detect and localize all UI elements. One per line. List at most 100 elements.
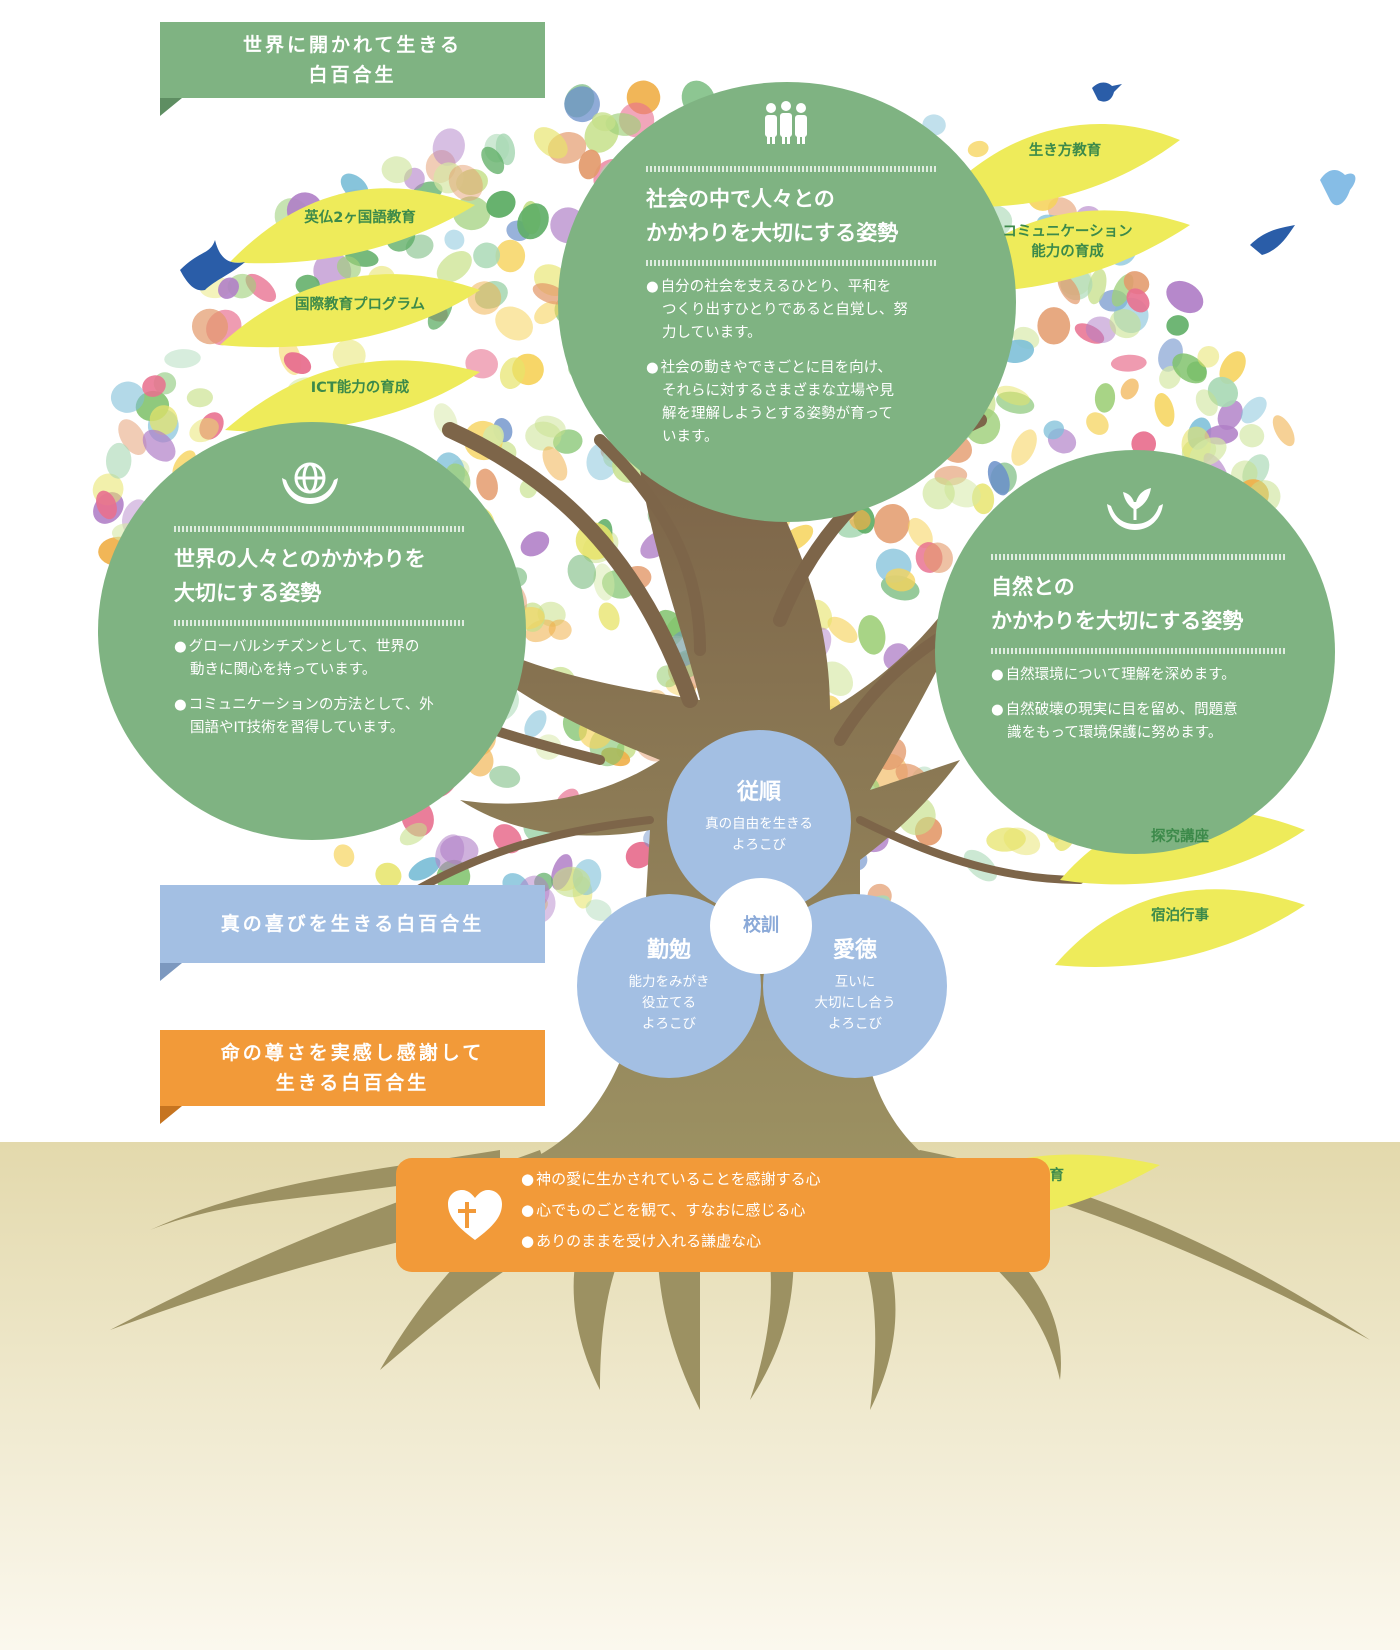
leaf: [1087, 268, 1107, 305]
leaf: [849, 509, 871, 530]
globe-hands-icon: [282, 462, 338, 504]
leaf: [149, 405, 178, 435]
leaf: [499, 357, 526, 390]
leaf: [967, 140, 989, 158]
leaf: [432, 128, 465, 166]
leaf: [873, 504, 910, 544]
leaf: [1154, 393, 1175, 427]
leaf: [520, 531, 550, 557]
leaf: [448, 164, 483, 201]
leaf: [408, 857, 441, 881]
leaf: [1003, 827, 1041, 856]
leaf-label-intl: 国際教育プログラム: [294, 297, 426, 313]
banner-life: 命の尊さを実感し感謝して 生きる白百合生: [160, 1030, 545, 1124]
banner-open-world: 世界に開かれて生きる 白百合生: [160, 22, 545, 116]
leaf: [189, 418, 219, 443]
leaf: [486, 190, 516, 218]
leaf: [495, 306, 533, 341]
circle-nature-list: 自然環境について理解を深めます。 自然破壊の現実に目を留め、問題意 識をもって環…: [991, 664, 1287, 745]
list-item: 自然環境について理解を深めます。: [991, 664, 1287, 687]
circle-society-title: 社会の中で人々との かかわりを大切にする姿勢: [646, 186, 899, 245]
leaf: [1189, 437, 1227, 467]
leaf: [625, 841, 654, 869]
leaf: [1086, 412, 1109, 435]
leaf: [336, 256, 361, 279]
leaf: [533, 127, 568, 159]
leaf-label-ikikata: 生き方教育: [1028, 143, 1102, 159]
leaf: [1043, 420, 1065, 440]
list-item: 社会の動きやできごとに目を向け、 それらに対するさまざまな立場や見 解を理解しよ…: [646, 357, 938, 449]
leaf: [1123, 271, 1150, 295]
motto-center: 校訓: [710, 878, 812, 974]
leaf: [944, 477, 981, 508]
leaf: [1109, 309, 1141, 339]
leaf: [218, 277, 239, 299]
circle-society-list: 自分の社会を支えるひとり、平和を つくり出すひとりであると自覚し、努 力していま…: [646, 276, 938, 449]
leaf: [1085, 316, 1117, 344]
leaf: [567, 554, 597, 590]
leaf: [405, 234, 434, 259]
leaf-eng-fr: [230, 188, 475, 264]
leaf: [907, 517, 933, 549]
leaf: [436, 251, 472, 283]
list-item: グローバルシチズンとして、世界の 動きに関心を持っています。: [174, 636, 466, 682]
motto-center-label: 校訓: [743, 915, 779, 936]
leaf: [1159, 365, 1181, 389]
motto-obedience-title: 従順: [736, 779, 781, 805]
leaf: [564, 86, 600, 123]
leaf: [598, 602, 620, 631]
motto-diligence: 勤勉 能力をみがき 役立てる よろこび: [577, 894, 761, 1078]
leaf: [1240, 396, 1267, 424]
leaf: [1126, 288, 1150, 313]
leaf: [435, 834, 465, 872]
circle-world: 世界の人々とのかかわりを 大切にする姿勢 グローバルシチズンとして、世界の 動き…: [98, 422, 526, 840]
leaf: [1272, 415, 1295, 447]
bird-icon: [1320, 170, 1356, 206]
motto-love-title: 愛徳: [832, 937, 877, 963]
circle-nature-title: 自然との かかわりを大切にする姿勢: [991, 574, 1244, 633]
leaf: [1057, 274, 1081, 305]
leaf: [1217, 400, 1243, 430]
motto-love-sub: 互いに 大切にし合う よろこび: [814, 974, 896, 1032]
leaf-label-ict: ICT能力の育成: [310, 380, 410, 396]
leaf: [542, 446, 568, 481]
leaf: [1131, 431, 1157, 457]
leaf: [473, 242, 501, 269]
leaf: [105, 442, 132, 479]
leaf: [996, 385, 1030, 406]
banner-life-text: 命の尊さを実感し感謝して 生きる白百合生: [220, 1042, 485, 1094]
circle-society: 社会の中で人々との かかわりを大切にする姿勢 自分の社会を支えるひとり、平和を …: [558, 82, 1016, 522]
leaf: [1239, 424, 1265, 448]
list-item: 自然破壊の現実に目を留め、問題意 識をもって環境保護に努めます。: [991, 699, 1287, 745]
leaf: [381, 156, 413, 184]
circle-world-title: 世界の人々とのかかわりを 大切にする姿勢: [174, 546, 426, 605]
leaf-label-tankyu: 探究講座: [1151, 829, 1209, 845]
bird-icon: [180, 240, 245, 291]
motto-diligence-title: 勤勉: [646, 937, 691, 963]
leaf: [552, 866, 591, 898]
leaf: [444, 229, 465, 250]
leaf: [1166, 315, 1189, 336]
motto-obedience-sub: 真の自由を生きる よろこび: [705, 816, 813, 853]
leaf: [593, 563, 615, 601]
roots-box: 神の愛に生かされていることを感謝する心 心でものごとを観て、すなおに感じる心 あ…: [396, 1158, 1050, 1272]
leaf: [827, 616, 858, 644]
list-item: ありのままを受け入れる謙虚な心: [521, 1226, 821, 1257]
leaf: [1197, 345, 1220, 368]
leaf: [332, 339, 366, 371]
leaf: [548, 619, 572, 640]
leaf: [333, 844, 355, 868]
leaf-label-eng-fr: 英仏2ヶ国語教育: [304, 210, 416, 226]
leaf: [433, 162, 464, 194]
sprout-hands-icon: [1107, 488, 1163, 530]
list-item: コミュニケーションの方法として、外 国語やIT技術を習得しています。: [174, 694, 466, 740]
banner-open-world-text: 世界に開かれて生きる 白百合生: [242, 34, 463, 86]
leaf: [495, 239, 526, 273]
leaf-label-comm: コミュニケーション 能力の育成: [1002, 224, 1133, 260]
leaf: [489, 765, 521, 788]
leaf: [578, 149, 601, 180]
banner-true-joy: 真の喜びを生きる白百合生: [160, 885, 545, 981]
leaf-ict: [225, 360, 480, 432]
leaf: [592, 112, 616, 132]
motto-diligence-sub: 能力をみがき 役立てる よろこび: [628, 974, 710, 1032]
